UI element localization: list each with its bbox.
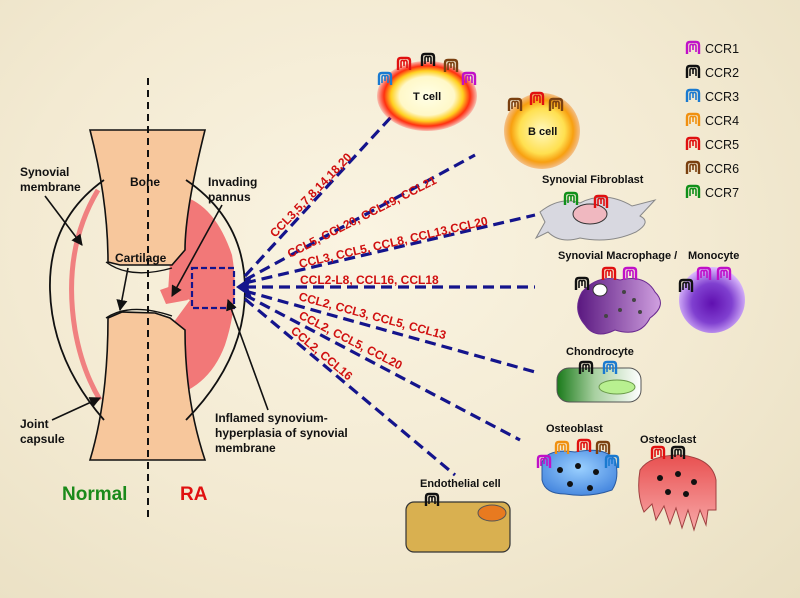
arrow-pannus [171,204,223,297]
label-synovial-fibroblast: Synovial Fibroblast [542,174,644,186]
lower-bone [88,311,207,461]
label-chondrocyte: Chondrocyte [566,346,634,358]
b-cell [504,93,580,169]
upper-cartilage [105,261,173,274]
label-synovial-macrophage: Synovial Macrophage / [558,250,677,262]
legend-ccr1-icon [685,40,701,56]
endothelial-nucleus [477,504,507,522]
label-normal: Normal [62,484,127,505]
arrow-synovial [44,195,83,246]
osteoclast [638,454,717,532]
label-invading-pannus: Invading pannus [208,175,261,204]
label-osteoclast: Osteoclast [640,434,697,446]
arrow-cartilage [116,267,129,312]
fibroblast-nucleus [572,203,608,225]
line-osteoblast [244,293,521,442]
legend-ccr6-icon [685,160,701,176]
legend-ccr7-label: CCR7 [705,186,739,200]
label-monocyte: Monocyte [688,250,739,262]
label-cartilage: Cartilage [115,251,167,265]
synovial-macrophage [577,278,661,335]
label-osteoblast: Osteoblast [546,423,603,435]
label-b-cell: B cell [528,126,557,138]
line-t-cell [243,114,394,278]
legend-ccr2-label: CCR2 [705,66,739,80]
line-b-cell [244,153,476,282]
osteoblast [541,449,618,496]
macrophage-vesicle [592,283,608,297]
legend-ccr5-label: CCR5 [705,138,739,152]
label-t-cell: T cell [413,91,441,103]
legend-ccr4-label: CCR4 [705,114,739,128]
label-endothelial: Endothelial cell [420,478,501,490]
chemokine-lines [243,114,536,477]
chondrocyte-nucleus [598,379,636,395]
joint-capsule [49,179,105,421]
legend-ccr3-label: CCR3 [705,90,739,104]
legend-ccr7-icon [685,184,701,200]
line-fibroblast [244,213,536,285]
label-bone: Bone [130,175,160,189]
legend-ccr3-icon [685,88,701,104]
line-endothelial [243,297,457,477]
inset-box [190,266,236,310]
legend-ccr5-icon [685,136,701,152]
convergence-arrow [236,276,252,298]
arrow-joint-capsule [51,397,102,421]
chemokine-label-4: CCL2-L8, CCL16, CCL18 [300,273,439,287]
label-ra: RA [180,484,208,505]
arrow-inflamed [226,298,269,411]
t-cell [377,61,477,131]
legend-ccr1-label: CCR1 [705,42,739,56]
normal-synovial-membrane [69,188,103,402]
label-inflamed: Inflamed synovium- hyperplasia of synovi… [215,411,351,455]
lower-cartilage [105,308,173,319]
legend-ccr2-icon [685,64,701,80]
label-joint-capsule: Joint capsule [20,417,65,446]
legend-ccr4-icon [685,112,701,128]
monocyte [679,267,745,333]
legend-ccr6-label: CCR6 [705,162,739,176]
label-synovial-membrane: Synovial membrane [20,165,81,194]
